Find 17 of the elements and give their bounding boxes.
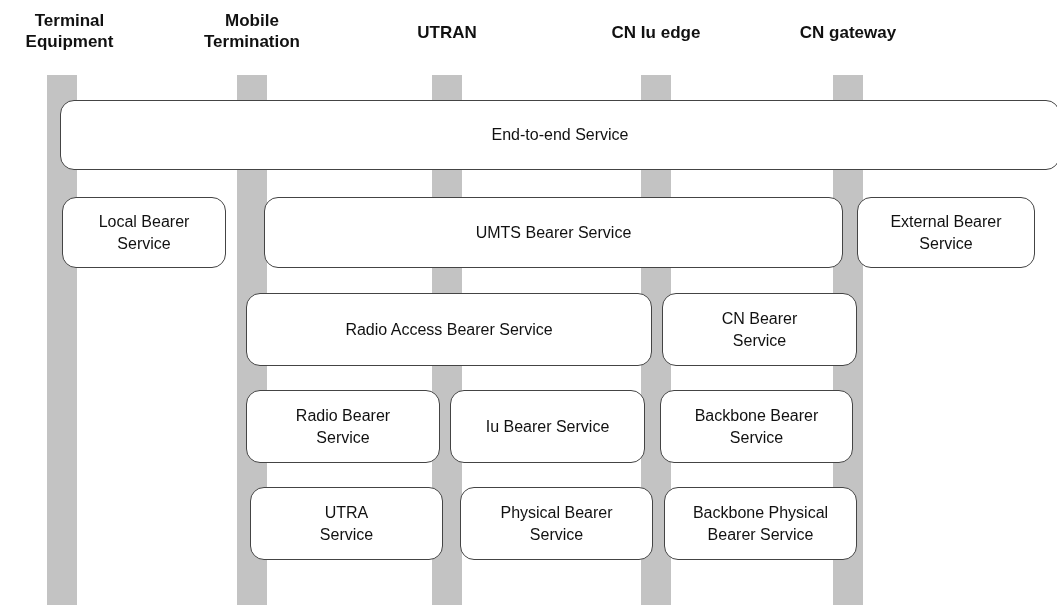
column-heading: Terminal Equipment [12, 10, 127, 52]
service-box: End-to-end Service [60, 100, 1057, 170]
service-box: CN Bearer Service [662, 293, 857, 366]
column-heading: CN Iu edge [581, 22, 731, 43]
service-box: UTRA Service [250, 487, 443, 560]
service-box: Radio Bearer Service [246, 390, 440, 463]
service-box: Backbone Physical Bearer Service [664, 487, 857, 560]
column-heading: Mobile Termination [192, 10, 312, 52]
service-box: Radio Access Bearer Service [246, 293, 652, 366]
service-box: External Bearer Service [857, 197, 1035, 268]
column-heading: CN gateway [773, 22, 923, 43]
service-box: Local Bearer Service [62, 197, 226, 268]
column-heading: UTRAN [397, 22, 497, 43]
service-box: Backbone Bearer Service [660, 390, 853, 463]
service-box: Physical Bearer Service [460, 487, 653, 560]
service-box: UMTS Bearer Service [264, 197, 843, 268]
service-box: Iu Bearer Service [450, 390, 645, 463]
